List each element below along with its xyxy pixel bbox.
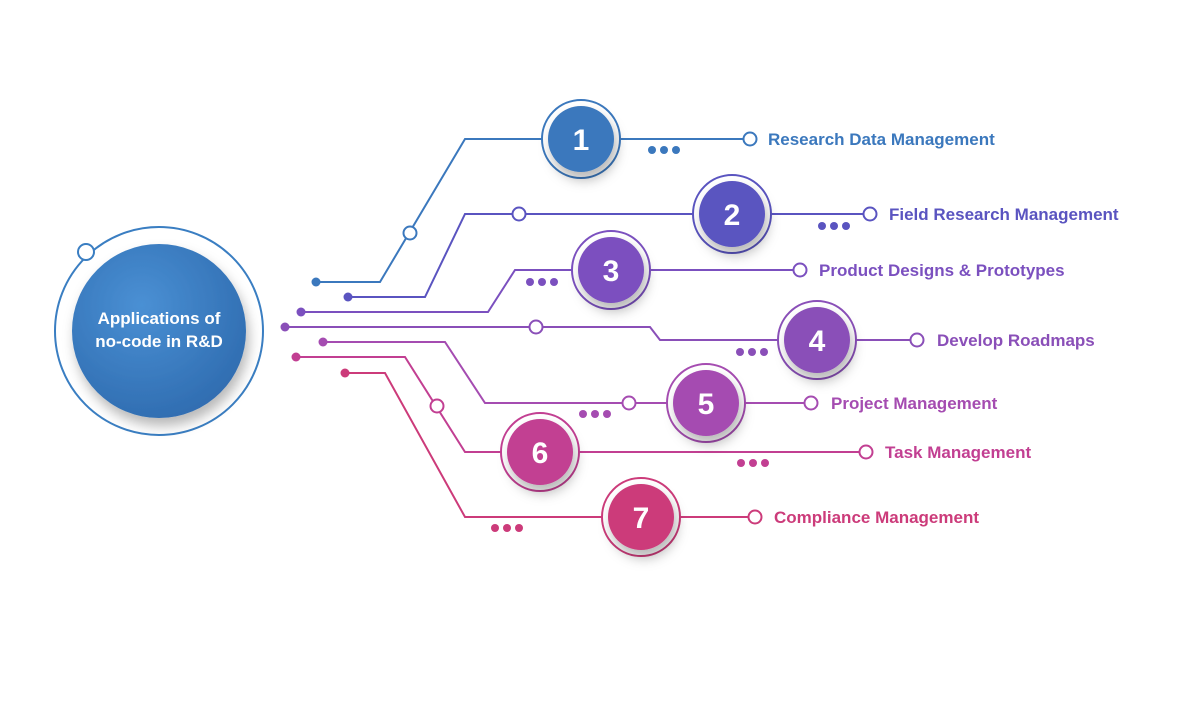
step-circle-5 [673, 370, 739, 436]
connector-end-ring-1 [742, 131, 758, 147]
step-node-2: 2 Field Research Management [692, 174, 1119, 254]
ellipsis-dot-6 [749, 459, 757, 467]
step-node-7: 7 Compliance Management [601, 477, 979, 557]
ellipsis-dot-4 [736, 348, 744, 356]
ellipsis-dot-1 [648, 146, 656, 154]
connector-path-2 [348, 213, 732, 298]
step-circle-3 [578, 237, 644, 303]
step-label-5: Project Management [831, 394, 998, 413]
hub-node: Applications of no-code in R&D [54, 226, 264, 436]
connector-start-dot-3 [296, 307, 306, 317]
step-number-4: 4 [809, 325, 826, 358]
ellipsis-dot-7 [491, 524, 499, 532]
hub-ring-knob [77, 243, 95, 261]
connector-start-dot-1 [311, 277, 321, 287]
ellipsis-dot-2 [818, 222, 826, 230]
connector-start-dot-7 [340, 368, 350, 378]
connector-knob-6 [429, 398, 445, 414]
ellipsis-dot-1 [660, 146, 668, 154]
connector-start-dot-6 [291, 352, 301, 362]
step-number-3: 3 [603, 255, 620, 288]
step-number-5: 5 [698, 388, 715, 421]
connector-end-ring-6 [858, 444, 874, 460]
connector-lines [280, 131, 925, 532]
step-node-4: 4 Develop Roadmaps [777, 300, 1095, 380]
ellipsis-dot-3 [526, 278, 534, 286]
connector-knob-5 [621, 395, 637, 411]
step-number-2: 2 [724, 199, 741, 232]
step-node-3: 3 Product Designs & Prototypes [571, 230, 1065, 310]
ellipsis-dot-4 [748, 348, 756, 356]
ellipsis-dot-2 [842, 222, 850, 230]
connector-end-ring-3 [792, 262, 808, 278]
ellipsis-dot-2 [830, 222, 838, 230]
step-label-2: Field Research Management [889, 205, 1119, 224]
step-label-3: Product Designs & Prototypes [819, 261, 1065, 280]
connector-start-dot-5 [318, 337, 328, 347]
item-nodes: 1 Research Data Management 2 Field Research… [500, 99, 1119, 557]
hub-title-line2: no-code in R&D [95, 332, 223, 351]
ellipsis-dot-5 [603, 410, 611, 418]
step-label-7: Compliance Management [774, 508, 979, 527]
step-circle-4 [784, 307, 850, 373]
step-circle-7 [608, 484, 674, 550]
step-label-1: Research Data Management [768, 130, 995, 149]
connector-path-1 [316, 138, 581, 283]
ellipsis-dot-5 [591, 410, 599, 418]
connector-knob-1 [402, 225, 418, 241]
hub-circle [72, 244, 246, 418]
hub-title-line1: Applications of [98, 309, 221, 328]
step-number-7: 7 [633, 502, 650, 535]
ellipsis-dot-7 [515, 524, 523, 532]
connector-end-ring-5 [803, 395, 819, 411]
step-label-4: Develop Roadmaps [937, 331, 1095, 350]
connector-start-dot-4 [280, 322, 290, 332]
connector-path-7 [345, 372, 641, 518]
ellipsis-dot-3 [538, 278, 546, 286]
step-number-6: 6 [532, 437, 549, 470]
connector-knob-2 [511, 206, 527, 222]
connector-path-5 [323, 341, 706, 404]
connector-end-ring-2 [862, 206, 878, 222]
ellipsis-dot-5 [579, 410, 587, 418]
connector-end-ring-7 [747, 509, 763, 525]
connector-knob-4 [528, 319, 544, 335]
ellipsis-dot-6 [737, 459, 745, 467]
ellipsis-dot-6 [761, 459, 769, 467]
step-node-5: 5 Project Management [666, 363, 998, 443]
connector-end-ring-4 [909, 332, 925, 348]
step-number-1: 1 [573, 124, 590, 157]
ellipsis-dot-3 [550, 278, 558, 286]
connector-path-3 [301, 269, 611, 313]
step-circle-6 [507, 419, 573, 485]
ellipsis-dot-4 [760, 348, 768, 356]
ellipsis-dot-7 [503, 524, 511, 532]
step-circle-2 [699, 181, 765, 247]
step-label-6: Task Management [885, 443, 1031, 462]
hub-outer-ring [54, 226, 264, 436]
step-node-1: 1 Research Data Management [541, 99, 995, 179]
ellipsis-dot-1 [672, 146, 680, 154]
step-node-6: 6 Task Management [500, 412, 1031, 492]
connector-path-4 [285, 326, 817, 341]
connector-start-dot-2 [343, 292, 353, 302]
step-circle-1 [548, 106, 614, 172]
